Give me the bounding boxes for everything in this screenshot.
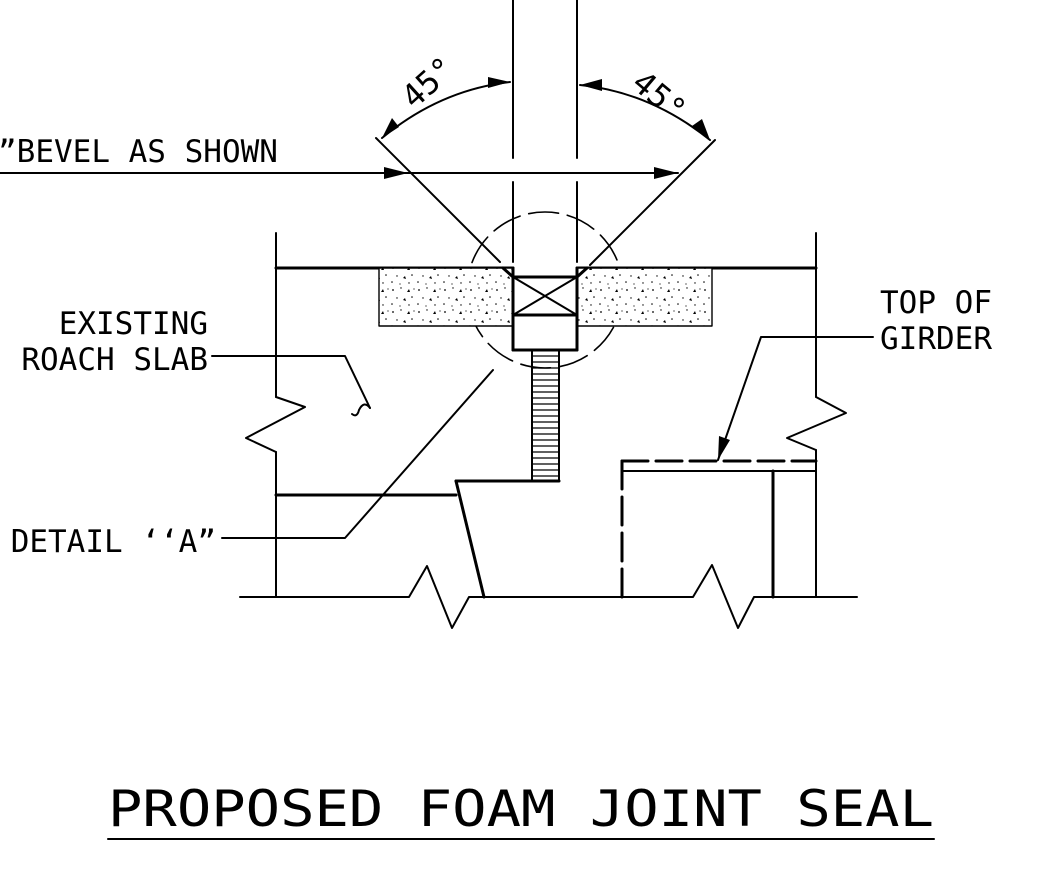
bottom-break-line-left (239, 565, 623, 629)
angle-label-left: 45° (394, 49, 462, 116)
bevel-note: ”BEVEL AS SHOWN (0, 134, 278, 170)
joint-filler-hatch (531, 355, 560, 477)
existing-slab-leader (211, 355, 371, 409)
top-of-girder-label-line1: TOP OF (880, 285, 992, 321)
bevel-line-right (589, 139, 716, 266)
angle-label-right: 45° (625, 63, 694, 129)
concrete-header-right (576, 267, 713, 327)
detail-a-leader (221, 369, 494, 539)
bevel-line-left (375, 137, 501, 263)
existing-slab-label-line1: EXISTING (59, 306, 208, 342)
left-break-symbol (245, 396, 306, 453)
existing-slab-label-line2: ROACH SLAB (21, 342, 208, 378)
concrete-header-left (378, 267, 514, 327)
right-break-symbol (786, 396, 847, 451)
drawing-title: PROPOSED FOAM JOINT SEAL (108, 780, 934, 838)
backwall-slope (454, 479, 486, 599)
slab-leader-squiggle (351, 403, 371, 417)
top-of-girder-label-line2: GIRDER (880, 321, 992, 357)
bottom-break-line-right (621, 564, 858, 629)
detail-a-label: DETAIL ‘‘A” (11, 524, 216, 560)
top-of-girder-leader (717, 336, 874, 461)
